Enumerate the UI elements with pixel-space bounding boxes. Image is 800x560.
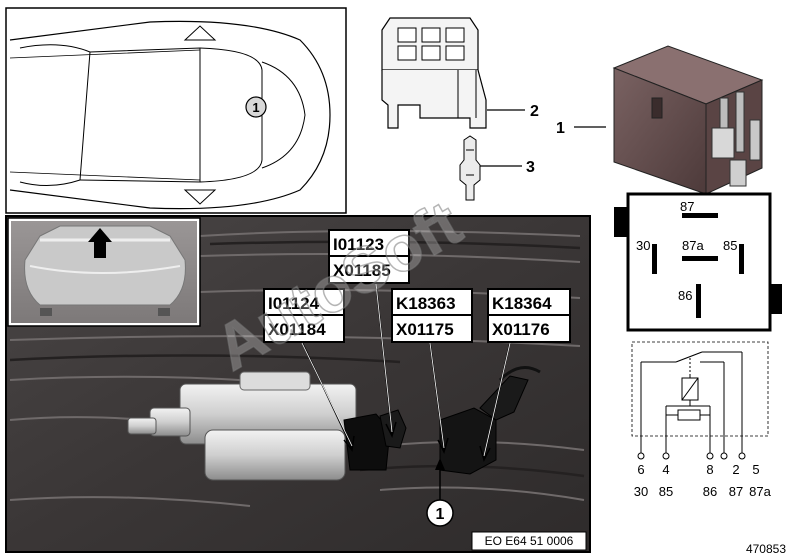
- rear-view-inset: [7, 217, 201, 327]
- schematic-pin-num-2: 4: [662, 462, 669, 477]
- location-marker-label: 1: [252, 100, 259, 115]
- relay-drawing: [612, 45, 764, 195]
- diagram-id: 470853: [746, 542, 786, 556]
- label-box1-top: I01123: [333, 235, 384, 254]
- pin-86-label: 86: [678, 288, 692, 303]
- label-box2-top: I01124: [268, 294, 320, 313]
- photo-reference-box: [471, 531, 587, 551]
- schematic-pin-num-3: 8: [706, 462, 713, 477]
- schematic-pin-term-1: 30: [634, 484, 648, 499]
- photo-marker-circle: [426, 499, 454, 527]
- schematic-pin-num-5: 5: [752, 462, 759, 477]
- label-box2-bottom: X01184: [268, 320, 326, 339]
- label-box4-bottom: X01176: [492, 320, 550, 339]
- terminal-drawing: [459, 135, 481, 201]
- schematic-pin-num-4: 2: [732, 462, 739, 477]
- pin-87a-label: 87a: [682, 238, 704, 253]
- label-box-i01124: [263, 288, 345, 343]
- photo-leader-lines-white: [301, 283, 511, 457]
- car-top-view: 1: [5, 7, 347, 214]
- pin-30-label: 30: [636, 238, 650, 253]
- photo-marker-label: 1: [436, 506, 445, 523]
- label-box1-bottom: X01185: [333, 261, 391, 280]
- part3-callout: 3: [526, 159, 535, 176]
- label-box3-bottom: X01175: [396, 320, 454, 339]
- relay-schematic: [631, 341, 769, 460]
- part2-callout: 2: [530, 103, 539, 120]
- label-box4-top: K18364: [492, 294, 552, 313]
- label-box-i01123: [328, 229, 410, 284]
- label-box-k18363: [391, 288, 473, 343]
- pin-87-label: 87: [680, 199, 694, 214]
- location-marker-circle: [245, 96, 267, 118]
- schematic-pin-num-1: 6: [637, 462, 644, 477]
- schematic-pin-term-4: 87: [729, 484, 743, 499]
- relay-pinout-face: [614, 192, 782, 332]
- label-box3-top: K18363: [396, 294, 456, 313]
- photo-reference-text: EO E64 51 0006: [485, 534, 574, 548]
- part1-callout: 1: [556, 120, 565, 137]
- pin-85-label: 85: [723, 238, 737, 253]
- relay-socket-drawing: [381, 17, 487, 129]
- label-box-k18364: [487, 288, 571, 343]
- up-arrow-icon: [88, 228, 112, 258]
- schematic-pin-term-3: 86: [703, 484, 717, 499]
- schematic-pin-term-5: 87a: [749, 484, 771, 499]
- schematic-pin-term-2: 85: [659, 484, 673, 499]
- photo-marker-arrowhead: [435, 458, 445, 470]
